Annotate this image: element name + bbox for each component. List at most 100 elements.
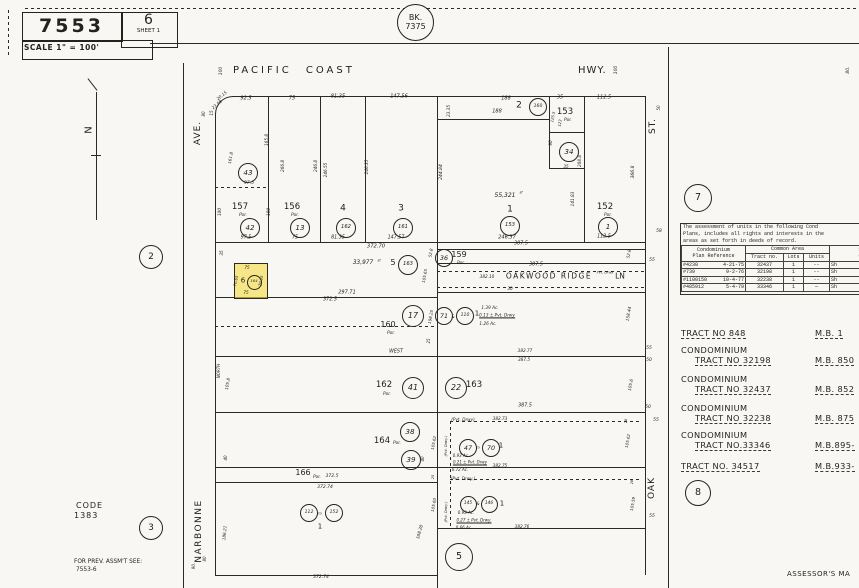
map-line: [437, 271, 645, 272]
map-text-label: 160: [380, 320, 396, 329]
map-text-label: 162: [375, 379, 393, 390]
map-line: [365, 96, 366, 242]
dimension-label: Por.: [291, 211, 299, 217]
dimension-label: 26: [624, 418, 629, 424]
parcel-number-circle: 17: [402, 305, 424, 327]
dimension-label: NORTH: [216, 363, 221, 379]
table-cell: 1: [783, 260, 804, 270]
map-text-label: 152: [596, 201, 614, 212]
table-cell: 32198: [745, 268, 784, 277]
dimension-label: 0.21 ± Pvt. Drwy: [452, 459, 488, 466]
map-line: [668, 47, 669, 588]
dimension-label: 97.5: [243, 180, 255, 186]
dimension-label: 161.8: [226, 151, 234, 165]
dimension-label: 26: [630, 479, 635, 485]
parcel-number-circle: 38: [400, 422, 420, 442]
dimension-label: 55,321: [494, 192, 516, 199]
table-cell: --: [802, 268, 831, 277]
dimension-label: (Pvt. Drwy.): [444, 435, 449, 457]
map-text-label: 157: [231, 201, 249, 212]
map-line: [232, 96, 645, 97]
map-text-label: 153: [556, 106, 574, 117]
dimension-label: 90: [547, 140, 553, 146]
dimension-label: 100: [613, 65, 619, 75]
dimension-label: 58: [656, 228, 662, 234]
parcel-number-circle: 164: [246, 274, 262, 290]
dimension-label: 75: [243, 289, 249, 295]
sheet-reference-circle: 5: [445, 543, 473, 571]
map-line: [437, 287, 645, 288]
dimension-label: 35: [556, 94, 564, 101]
table-caption-line: The assessment of units in the following…: [683, 224, 819, 230]
parcel-number-circle: 42: [240, 218, 260, 238]
sheet-reference-circle: 7: [684, 184, 712, 212]
map-line: [584, 96, 585, 242]
dimension-label: 105.8: [223, 377, 231, 391]
dimension-label: 90.: [191, 562, 196, 570]
parcel-number-circle: 146: [480, 495, 498, 513]
dimension-label: 105.59: [628, 496, 637, 512]
dimension-label: 105.65: [420, 268, 429, 284]
north-arrow-head: [87, 78, 98, 91]
map-text-label: 1: [474, 309, 480, 318]
dimension-label: 372.5: [323, 297, 337, 303]
map-line: [215, 297, 437, 298]
map-text-label: 163: [465, 379, 483, 390]
dimension-label: 1.39 Ac.: [481, 304, 499, 310]
table-cell: Sh: [829, 275, 859, 285]
dimension-label: 33,977: [352, 260, 374, 267]
map-book-reference: M.B. 1: [815, 328, 844, 339]
parcel-number-circle: 153: [500, 216, 520, 236]
street-narbonne: NARBONNE: [194, 499, 204, 563]
parcel-number-circle: 39: [401, 450, 421, 470]
map-line: [437, 242, 438, 588]
dimension-label: 23.35: [445, 105, 451, 117]
page-number-block: 6 SHEET 1: [121, 12, 176, 46]
map-line: [150, 43, 859, 44]
dimension-label: 50: [656, 105, 661, 111]
condominium-label: CONDOMINIUM: [681, 403, 748, 413]
table-cell: Sh: [829, 260, 859, 270]
dimension-label: 382.76: [514, 523, 530, 529]
dimension-label: 35: [218, 250, 224, 256]
dimension-label: 105.62: [623, 433, 632, 449]
dimension-label: 112.5: [596, 94, 612, 101]
map-text-label: 164: [373, 435, 391, 446]
dimension-label: 0.66 Ac.: [455, 525, 473, 530]
book-reference-circle: BK. 7375: [397, 4, 434, 41]
dimension-label: Por.: [457, 259, 465, 265]
dimension-label: 80: [201, 111, 206, 117]
col-sub-header: Lots: [783, 253, 804, 262]
col-sub-header: Tract no.: [745, 253, 784, 262]
map-line: [437, 528, 645, 529]
map-line: [549, 168, 584, 169]
dimension-label: sf: [519, 190, 523, 195]
dimension-label: 188: [492, 108, 502, 115]
dimension-label: 81.35: [330, 93, 346, 100]
parcel-number-circle: 1: [598, 217, 618, 237]
map-line: [437, 96, 438, 242]
parcel-number-circle: 162: [336, 218, 356, 238]
table-cell: —: [802, 283, 831, 292]
dimension-label: 40: [420, 456, 425, 462]
map-line: [450, 421, 640, 422]
dimension-label: 75: [244, 264, 250, 270]
dimension-label: Por.: [564, 116, 572, 122]
code-label: CODE: [76, 501, 104, 510]
map-book-reference: M.B.895-: [815, 440, 855, 451]
dimension-label: 387.5: [518, 403, 532, 409]
street-hwy: HWY.: [578, 65, 607, 76]
dimension-label: 80: [202, 556, 207, 562]
dimension-label: 372.74: [313, 574, 329, 580]
table-cell: 32238: [745, 275, 784, 285]
dimension-label: 55: [646, 345, 652, 351]
dimension-label: 75: [288, 95, 296, 102]
dimension-label: 372.70: [366, 243, 386, 250]
map-line: [215, 412, 645, 413]
dimension-label: 246.8: [312, 160, 318, 172]
